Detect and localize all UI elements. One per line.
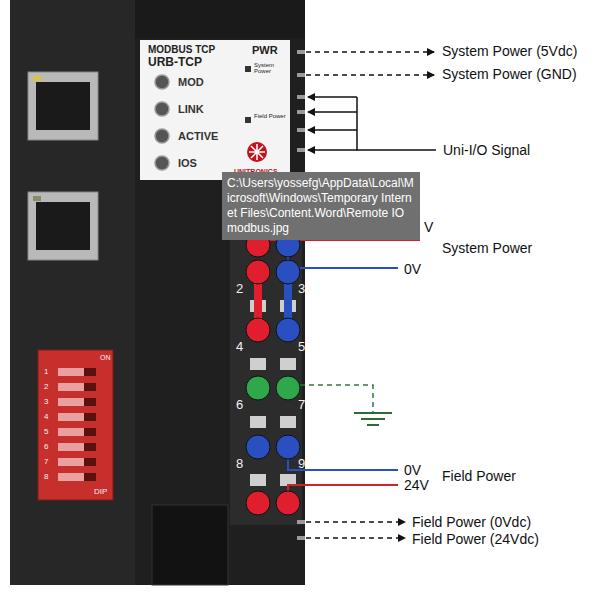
voltage-label: 24V	[404, 477, 429, 493]
led-label: IOS	[178, 157, 197, 170]
protocol-name: MODBUS TCP	[148, 44, 215, 56]
module-body	[10, 0, 305, 585]
terminal-number: 4	[236, 340, 243, 355]
ground-symbol	[354, 413, 392, 425]
power-led	[245, 66, 251, 72]
dip-levers	[58, 368, 96, 481]
terminal-screws	[246, 233, 300, 515]
field-0v-arrow	[306, 521, 405, 523]
module-latch	[152, 505, 228, 585]
system-0v-wire	[288, 250, 398, 268]
file-path-tooltip: C:\Users\yossefg\AppData\Local\Microsoft…	[222, 172, 420, 240]
dip-label: DIP	[94, 487, 107, 496]
led-label: ACTIVE	[178, 130, 218, 143]
terminal-number: 6	[236, 398, 243, 413]
ground-wire	[300, 385, 373, 412]
signal-label: System Power (5Vdc)	[442, 43, 577, 59]
terminal-number: 9	[298, 457, 305, 472]
dip-label: ON	[100, 354, 111, 362]
power-label: System Power	[442, 240, 532, 256]
terminal-number: 3	[298, 282, 305, 297]
rj45-port	[28, 72, 98, 140]
module-top-strip	[135, 0, 305, 38]
field-24v-wire	[288, 485, 398, 494]
dip-switch	[38, 350, 113, 500]
dip-sliders	[84, 368, 96, 481]
dip-number: 8	[44, 472, 48, 481]
dip-number: 5	[44, 427, 48, 436]
led-label: Field Power	[254, 113, 286, 119]
rj45-opening	[36, 82, 90, 130]
status-led	[155, 102, 169, 116]
terminal-number: 2	[236, 282, 243, 297]
signal-label: Field Power (0Vdc)	[412, 514, 531, 530]
dip-number: 3	[44, 397, 48, 406]
power-led	[245, 117, 251, 123]
led-label: MOD	[178, 76, 204, 89]
power-label: Field Power	[442, 468, 516, 484]
voltage-label: 0V	[404, 261, 421, 277]
voltage-label: V	[424, 219, 433, 235]
tooltip-text: C:\Users\yossefg\AppData\Local\Microsoft…	[227, 176, 415, 236]
led-group-title: PWR	[252, 44, 278, 57]
module-label-panel: MODBUS TCPURB-TCP PWR System PowerField Po…	[140, 40, 290, 180]
brand-logo	[247, 142, 267, 162]
terminal-number: 5	[298, 340, 305, 355]
status-led	[155, 156, 169, 170]
system-gnd-arrow	[306, 74, 434, 76]
port-led	[33, 76, 41, 81]
uni-io-arrows	[308, 97, 436, 150]
led-label: System Power	[254, 62, 286, 75]
dip-number: 6	[44, 442, 48, 451]
rj45-port	[28, 192, 98, 260]
model-name: URB-TCP	[148, 56, 202, 70]
rj45-opening	[36, 202, 90, 250]
terminal-number: 7	[298, 398, 305, 413]
port-led	[33, 196, 41, 201]
signal-label: Field Power (24Vdc)	[412, 531, 539, 547]
field-24v-arrow	[306, 537, 405, 539]
system-5v-arrow	[306, 51, 434, 53]
terminal-number: 8	[236, 457, 243, 472]
voltage-label: 0V	[404, 462, 421, 478]
status-led	[155, 75, 169, 89]
signal-label: System Power (GND)	[442, 66, 577, 82]
dip-number: 2	[44, 382, 48, 391]
led-label: LINK	[178, 103, 204, 116]
dip-number: 1	[44, 367, 48, 376]
edge-pins	[297, 50, 305, 540]
status-led	[155, 129, 169, 143]
signal-label: Uni-I/O Signal	[443, 142, 530, 158]
dip-number: 4	[44, 412, 48, 421]
dip-number: 7	[44, 457, 48, 466]
module-left-section	[10, 0, 135, 585]
